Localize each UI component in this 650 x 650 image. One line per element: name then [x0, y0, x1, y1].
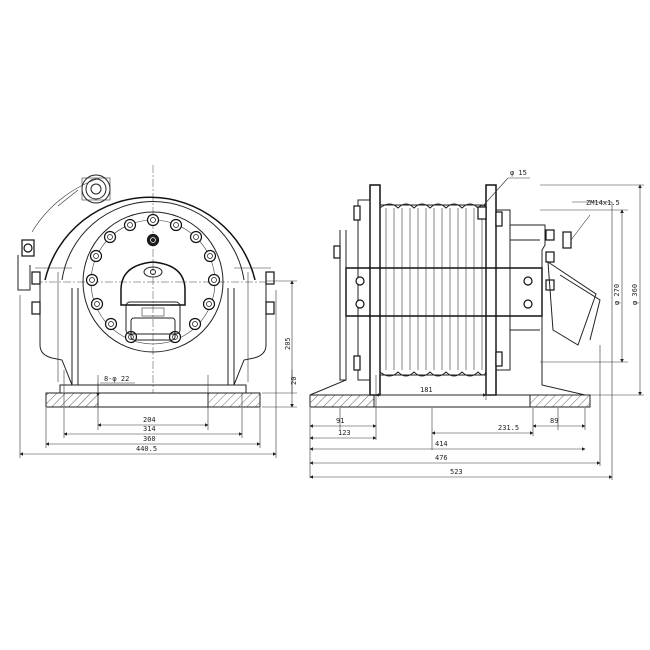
right-flange	[485, 184, 497, 396]
dim-91-label: 91	[336, 417, 344, 425]
dim-181-label: 181	[420, 386, 433, 394]
phi270-label: φ 270	[613, 284, 621, 305]
dim-231-label: 231.5	[498, 424, 519, 432]
drum-rope-wraps	[379, 203, 487, 377]
dim-205-label: 205	[284, 337, 292, 350]
flange-bolt	[202, 297, 216, 311]
front-view: 8-φ 22 204 314 360 440.5 205 20	[17, 165, 298, 458]
dim-20-label: 20	[290, 377, 298, 385]
drum-outer-arc	[44, 196, 256, 281]
hydraulic-motor	[120, 261, 186, 341]
flange-bolt	[146, 213, 160, 227]
dim-360-label: 360	[143, 435, 156, 443]
dim-204-label: 204	[143, 416, 156, 424]
flange-bolt-top	[146, 233, 160, 247]
side-hydraulic-motor	[547, 214, 601, 346]
flange-bolt	[85, 273, 99, 287]
front-frame	[17, 239, 275, 386]
drum-inner-arc	[61, 201, 245, 281]
right-bearing-housing	[495, 209, 511, 371]
guard-arc	[31, 177, 101, 233]
flange-bolt	[203, 249, 217, 263]
flange-bolt	[169, 218, 183, 232]
top-roller	[57, 174, 111, 207]
dim-523-label: 523	[450, 468, 463, 476]
flange-bolt	[123, 218, 137, 232]
hole-spec-label: 8-φ 22	[104, 375, 129, 383]
left-bearing-housing	[357, 199, 371, 381]
front-base-plate	[45, 384, 261, 408]
flange-bolt	[103, 230, 117, 244]
dim-89-label: 89	[550, 417, 558, 425]
phi360-label: φ 360	[631, 284, 639, 305]
front-dimensions	[19, 280, 297, 458]
flange-bolt	[188, 317, 202, 331]
phi15-label: φ 15	[510, 169, 527, 177]
dim-123-label: 123	[338, 429, 351, 437]
cross-bar	[345, 267, 543, 317]
grease-nipple	[477, 206, 487, 220]
flange-bolt	[189, 230, 203, 244]
dim-476-label: 476	[435, 454, 448, 462]
flange-bolt	[90, 297, 104, 311]
dim-440-label: 440.5	[136, 445, 157, 453]
side-view: 181 91 123 231.5 89 414 476 523 φ 15 ZM1…	[309, 169, 644, 480]
side-dimensions	[309, 184, 644, 480]
dim-414-label: 414	[435, 440, 448, 448]
side-left-frame	[309, 205, 375, 408]
flange-bolt	[89, 249, 103, 263]
thread-spec-label: ZM14x1.5	[586, 199, 620, 207]
dim-314-label: 314	[143, 425, 156, 433]
left-flange	[369, 184, 381, 396]
side-right-frame	[495, 211, 591, 408]
flange-bolt	[104, 317, 118, 331]
flange-bolt	[207, 273, 221, 287]
flange-circle	[82, 211, 224, 353]
